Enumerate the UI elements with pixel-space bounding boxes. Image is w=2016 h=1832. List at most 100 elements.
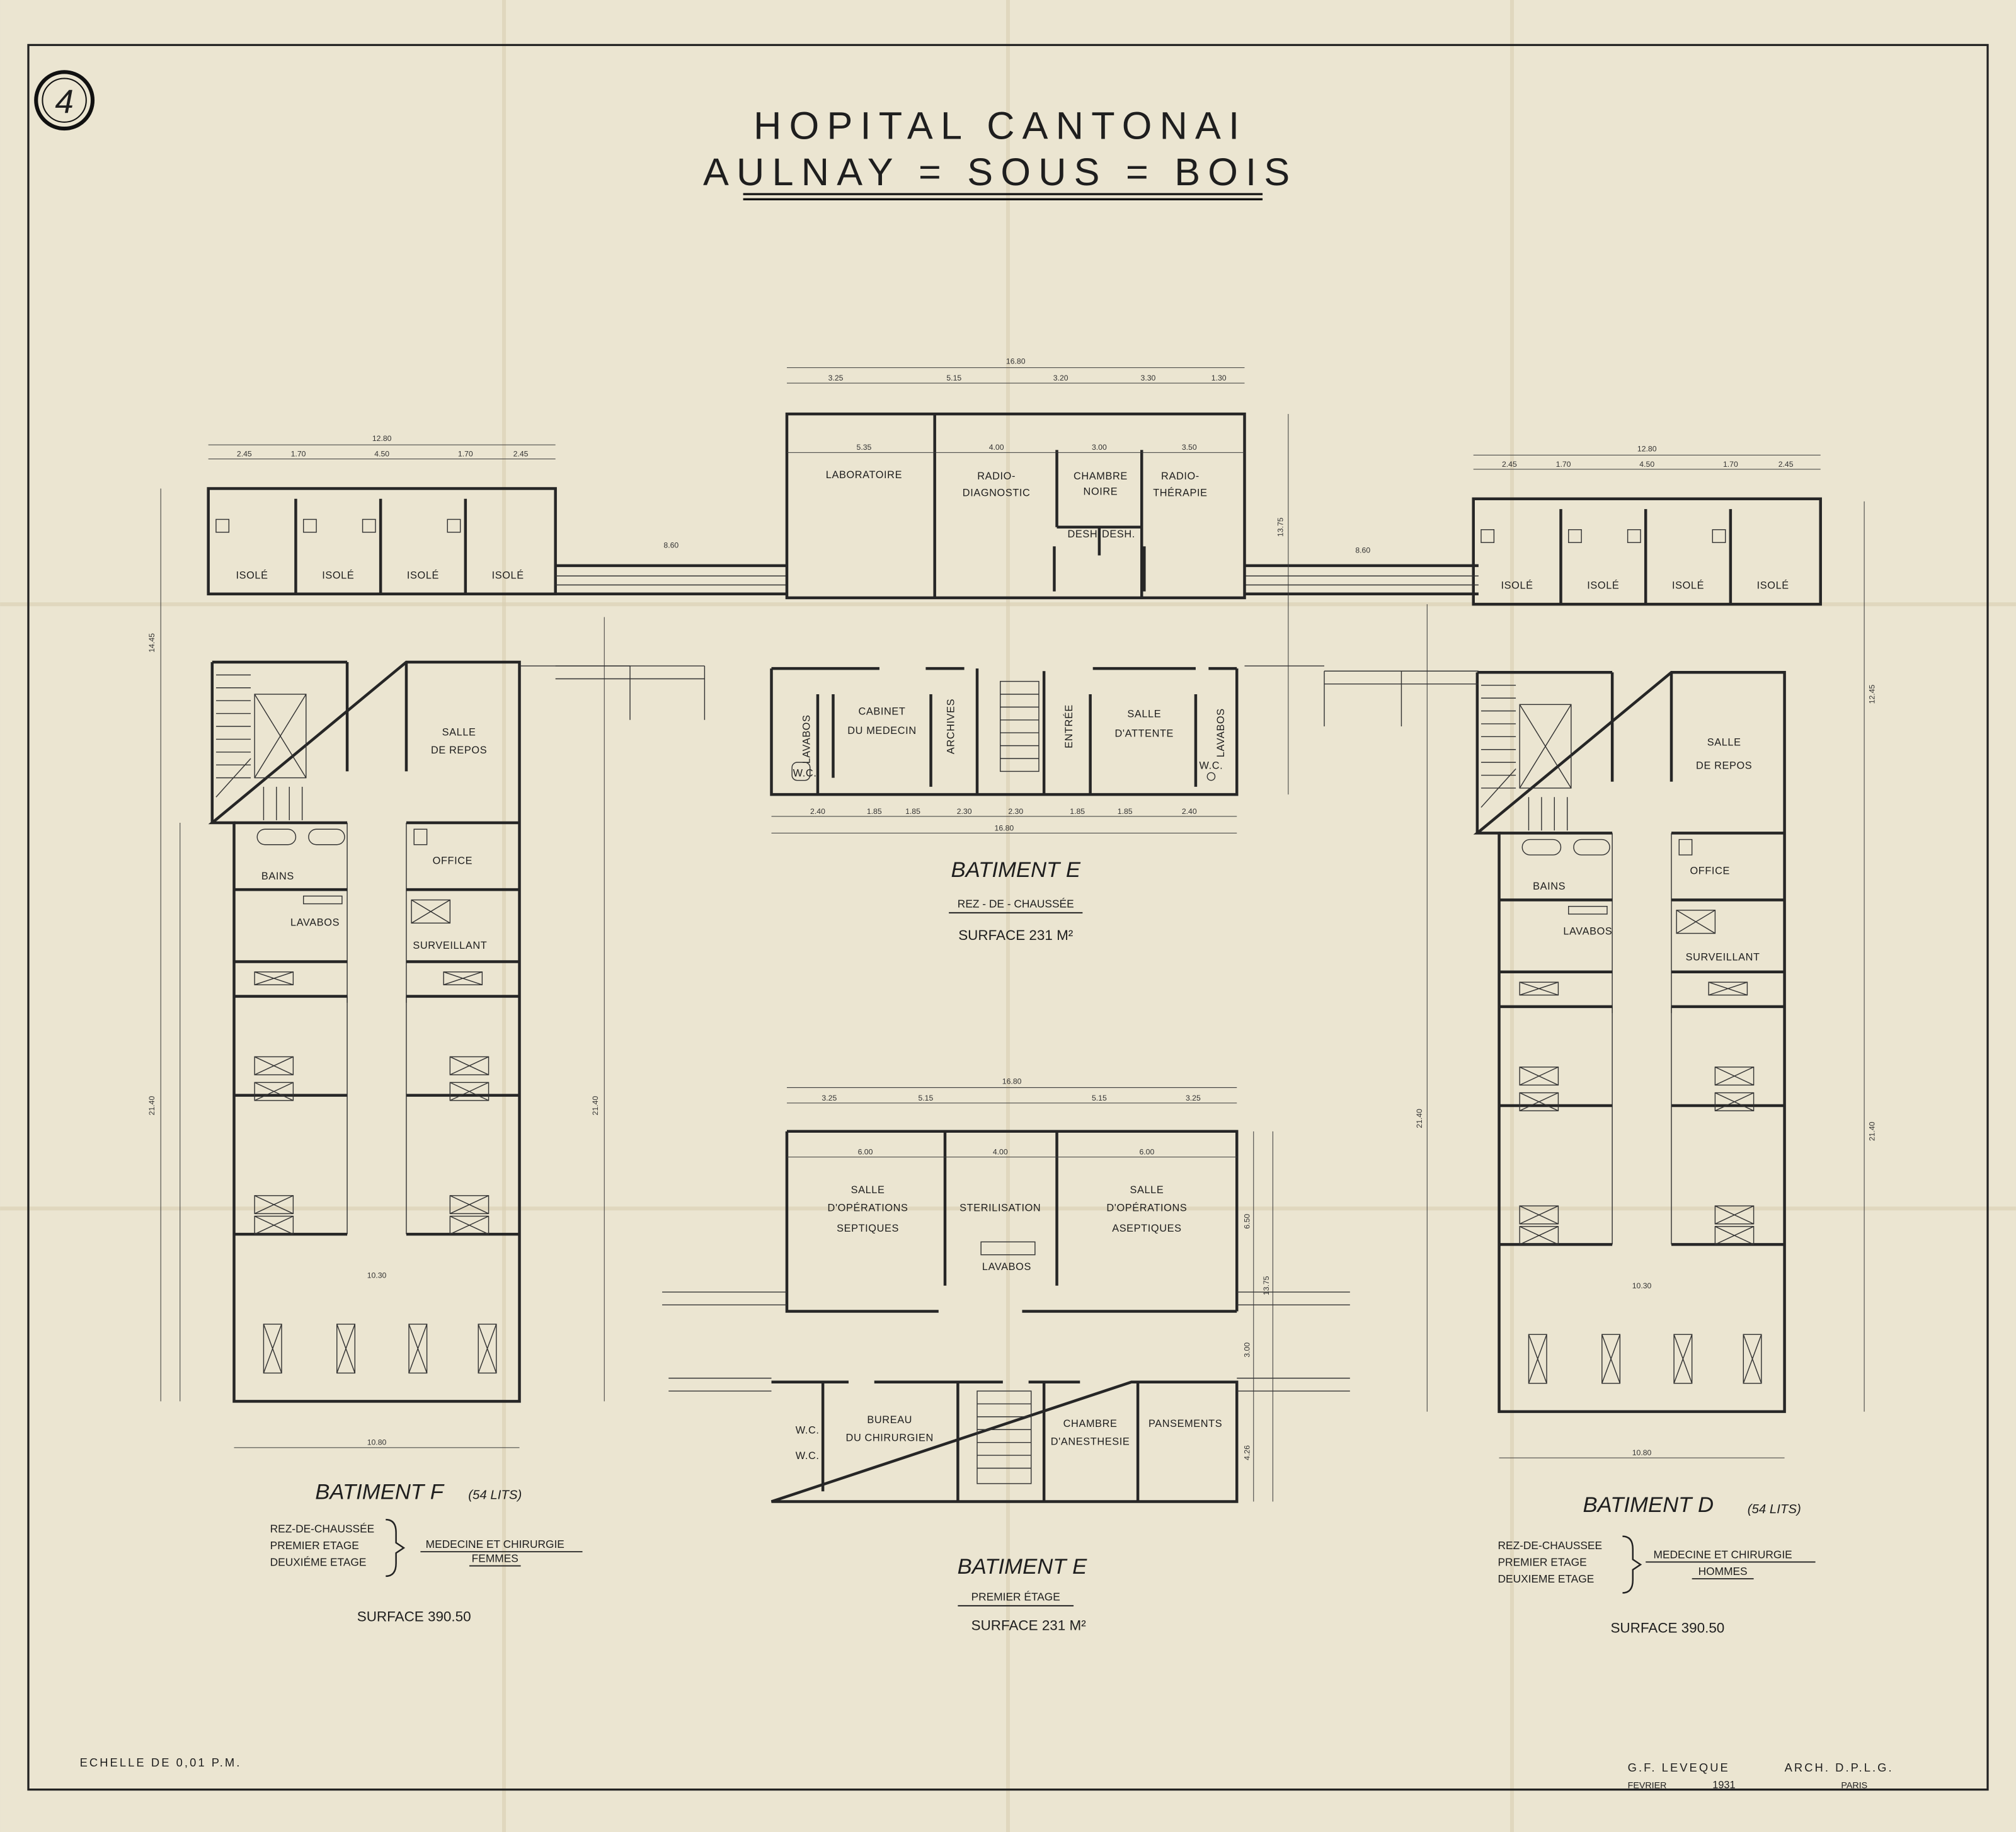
dimension-label: 3.20 bbox=[1053, 374, 1068, 382]
title-line1: HOPITAL CANTONAI bbox=[753, 104, 1247, 147]
room-label-bains: BAINS bbox=[261, 871, 294, 882]
batiment-d-service: MEDECINE ET CHIRURGIE bbox=[1654, 1548, 1792, 1560]
dimension-label: 8.60 bbox=[1355, 546, 1370, 555]
batiment-e-etage-surface: SURFACE 231 M² bbox=[971, 1618, 1087, 1634]
dimension-label: 13.75 bbox=[1276, 517, 1285, 537]
architect-title: ARCH. D.P.L.G. bbox=[1785, 1761, 1894, 1774]
batiment-e-rdc-surface: SURFACE 231 M² bbox=[958, 927, 1074, 943]
batiment-f-title: BATIMENT F bbox=[315, 1480, 444, 1504]
dimension-label: 14.45 bbox=[147, 633, 156, 653]
room-label-salle-operations-septiques: SEPTIQUES bbox=[837, 1223, 899, 1234]
brace bbox=[1622, 1535, 1642, 1594]
room-label-radio-therapie: RADIO- bbox=[1161, 471, 1200, 482]
sheet-number: 4 bbox=[55, 84, 74, 121]
room-label-salle-repos: DE REPOS bbox=[431, 745, 487, 756]
dimension-label: 6.50 bbox=[1243, 1214, 1252, 1229]
dimension-label: 10.80 bbox=[367, 1438, 387, 1447]
dimension-label: 2.40 bbox=[810, 807, 825, 816]
dimension-label: 10.30 bbox=[1632, 1281, 1652, 1290]
floor-list-item: PREMIER ETAGE bbox=[270, 1539, 359, 1552]
batiment-d-surface: SURFACE 390.50 bbox=[1610, 1620, 1724, 1636]
batiment-f-service: FEMMES bbox=[472, 1552, 518, 1564]
dimension-label: 1.30 bbox=[1211, 374, 1227, 382]
room-label-chambre-noire: NOIRE bbox=[1084, 486, 1118, 498]
room-label-radio-diagnostic: RADIO- bbox=[977, 471, 1016, 482]
room-label-chambre-anesthesie: D'ANESTHESIE bbox=[1051, 1436, 1130, 1448]
dimension-label: 21.40 bbox=[591, 1096, 600, 1116]
room-label-salle-repos: SALLE bbox=[1707, 737, 1741, 748]
dimension-label: 4.50 bbox=[374, 449, 389, 458]
dimension-label: 12.80 bbox=[1637, 444, 1657, 453]
batiment-f-beds: (54 LITS) bbox=[468, 1488, 522, 1502]
dimension-label: 21.40 bbox=[1867, 1121, 1876, 1141]
room-label-salle-attente: D'ATTENTE bbox=[1115, 728, 1174, 739]
dimension-label: 2.45 bbox=[1502, 460, 1517, 469]
dimension-label: 2.45 bbox=[513, 449, 529, 458]
room-label-surveillant: SURVEILLANT bbox=[1686, 951, 1760, 963]
batiment-d-plan: ISOLÉ ISOLÉ ISOLÉ ISOLÉ SALLE DE REPOS B… bbox=[1415, 444, 1876, 1458]
room-label-cabinet-medecin: CABINET bbox=[859, 706, 906, 718]
room-label-bureau-chirurgien: DU CHIRURGIEN bbox=[846, 1433, 934, 1444]
room-label-salle-operations-septiques: D'OPÉRATIONS bbox=[828, 1201, 908, 1213]
dimension-label: 4.26 bbox=[1243, 1445, 1252, 1460]
dimension-label: 3.00 bbox=[1243, 1343, 1252, 1358]
room-label-wc: W.C. bbox=[796, 1424, 820, 1436]
title-line2: AULNAY = SOUS = BOIS bbox=[703, 151, 1298, 193]
dimension-label: 8.60 bbox=[663, 541, 679, 549]
room-label-archives: ARCHIVES bbox=[945, 699, 956, 754]
brace bbox=[386, 1518, 406, 1577]
batiment-f-plan: ISOLÉ ISOLÉ ISOLÉ ISOLÉ SALLE DE REPOS B… bbox=[147, 434, 605, 1448]
room-label-isole: ISOLÉ bbox=[492, 569, 524, 581]
connecting-corridors: 8.60 8.60 bbox=[519, 541, 1479, 726]
batiment-e-etage-title: BATIMENT E bbox=[958, 1555, 1087, 1579]
dimension-label: 1.70 bbox=[1556, 460, 1571, 469]
dimension-label: 16.80 bbox=[995, 823, 1014, 832]
room-label-lavabos: LAVABOS bbox=[982, 1261, 1031, 1273]
room-label-isole: ISOLÉ bbox=[407, 569, 439, 581]
dimension-label: 3.25 bbox=[1186, 1094, 1201, 1102]
dimension-label: 1.85 bbox=[905, 807, 920, 816]
dimension-label: 2.30 bbox=[957, 807, 972, 816]
batiment-f-service: MEDECINE ET CHIRURGIE bbox=[426, 1538, 564, 1550]
room-label-salle-operations-aseptiques: D'OPÉRATIONS bbox=[1106, 1201, 1187, 1213]
room-label-lavabos: LAVABOS bbox=[290, 917, 340, 928]
room-label-radio-diagnostic: DIAGNOSTIC bbox=[963, 488, 1031, 499]
architect-name: G.F. LEVEQUE bbox=[1628, 1761, 1730, 1774]
dimension-label: 5.35 bbox=[857, 443, 872, 452]
batiment-d-beds: (54 LITS) bbox=[1748, 1503, 1801, 1516]
dimension-label: 3.25 bbox=[828, 374, 844, 382]
dimension-label: 1.70 bbox=[1723, 460, 1738, 469]
dimension-label: 1.70 bbox=[458, 449, 473, 458]
room-label-entree: ENTRÉE bbox=[1063, 704, 1075, 748]
floor-list-item: DEUXIÉME ETAGE bbox=[270, 1556, 367, 1569]
dimension-label: 12.45 bbox=[1867, 684, 1876, 704]
room-label-salle-repos: DE REPOS bbox=[1696, 760, 1752, 771]
dimension-label: 4.00 bbox=[989, 443, 1004, 452]
room-label-cabinet-medecin: DU MEDECIN bbox=[847, 725, 916, 736]
batiment-d-title: BATIMENT D bbox=[1583, 1493, 1714, 1517]
room-label-laboratoire: LABORATOIRE bbox=[826, 469, 902, 481]
dimension-label: 2.45 bbox=[1778, 460, 1794, 469]
dimension-label: 2.45 bbox=[237, 449, 252, 458]
dimension-label: 5.15 bbox=[946, 374, 961, 382]
dimension-label: 16.80 bbox=[1006, 357, 1026, 366]
room-label-salle-repos: SALLE bbox=[442, 726, 476, 738]
batiment-e-rdc-floor: REZ - DE - CHAUSSÉE bbox=[958, 898, 1074, 910]
room-label-office: OFFICE bbox=[433, 855, 472, 866]
room-label-isole: ISOLÉ bbox=[236, 569, 268, 581]
dimension-label: 3.30 bbox=[1141, 374, 1156, 382]
room-label-wc: W.C. bbox=[793, 768, 817, 779]
room-label-isole: ISOLÉ bbox=[322, 569, 354, 581]
dimension-label: 1.85 bbox=[1118, 807, 1133, 816]
room-label-office: OFFICE bbox=[1690, 866, 1729, 877]
signature-city: PARIS bbox=[1841, 1781, 1867, 1791]
room-label-salle-attente: SALLE bbox=[1127, 709, 1161, 720]
room-label-salle-operations-aseptiques: ASEPTIQUES bbox=[1112, 1223, 1181, 1234]
batiment-e-etage-plan: 16.80 3.25 5.15 5.15 3.25 6.00 4.00 6.00… bbox=[662, 1077, 1350, 1503]
dimension-label: 3.50 bbox=[1182, 443, 1197, 452]
dimension-label: 1.85 bbox=[1070, 807, 1085, 816]
dimension-label: 2.30 bbox=[1008, 807, 1023, 816]
room-label-salle-operations-septiques: SALLE bbox=[851, 1184, 885, 1196]
dimension-label: 1.85 bbox=[867, 807, 882, 816]
batiment-d-legend: BATIMENT D (54 LITS) REZ-DE-CHAUSSEE PRE… bbox=[1498, 1493, 1816, 1636]
